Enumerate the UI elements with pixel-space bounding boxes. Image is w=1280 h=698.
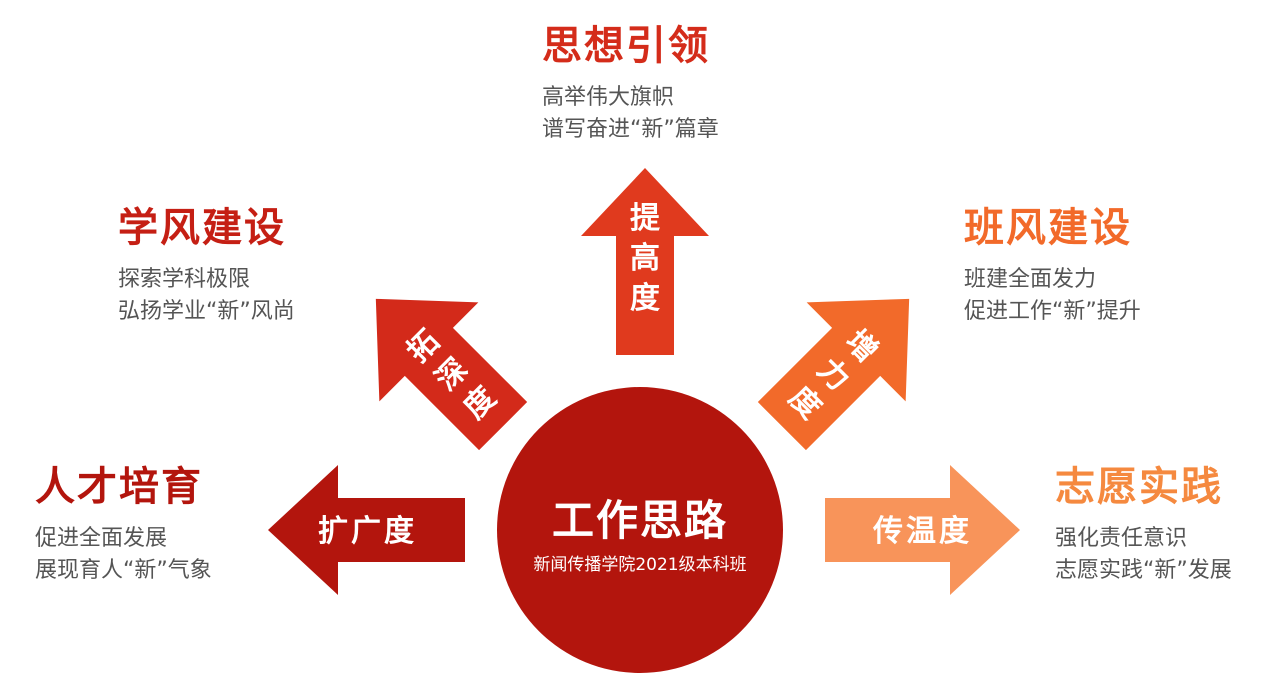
arrow-right-label-3: 度 <box>939 514 969 549</box>
arrow-left-label-3: 度 <box>384 514 414 549</box>
block-study-style: 学风建设 探索学科极限 弘扬学业“新”风尚 <box>118 204 295 328</box>
arrow-left-shape <box>268 465 465 595</box>
block-title: 人才培育 <box>35 464 203 510</box>
block-ideological-leadership: 思想引领 高举伟大旗帜 谱写奋进“新”篇章 <box>542 22 719 146</box>
arrow-up-shape <box>581 168 709 355</box>
arrow-up: 提 高 度 <box>581 168 709 355</box>
block-line-1: 强化责任意识 <box>1055 526 1188 551</box>
arrow-upper-left: 拓 深 度 <box>375 298 528 451</box>
arrow-up-label-2: 高 <box>630 241 660 276</box>
block-title: 班风建设 <box>964 205 1132 251</box>
block-title: 志愿实践 <box>1055 464 1223 510</box>
block-line-2: 弘扬学业“新”风尚 <box>118 299 295 324</box>
block-line-2: 谱写奋进“新”篇章 <box>542 117 719 142</box>
arrow-right-label-1: 传 <box>872 514 903 549</box>
arrow-right-shape <box>825 465 1020 595</box>
arrow-left-label-2: 广 <box>351 514 381 549</box>
arrow-right-label-2: 温 <box>906 514 936 549</box>
arrow-upper-right-shape <box>757 298 910 451</box>
block-line-2: 展现育人“新”气象 <box>35 558 212 583</box>
arrow-right: 传 温 度 <box>825 465 1020 595</box>
block-volunteer-practice: 志愿实践 强化责任意识 志愿实践“新”发展 <box>1055 463 1232 587</box>
block-class-style: 班风建设 班建全面发力 促进工作“新”提升 <box>964 204 1141 328</box>
arrow-left: 扩 广 度 <box>268 465 465 595</box>
center-circle <box>497 387 783 673</box>
arrow-left-label-1: 扩 <box>318 514 348 549</box>
block-line-1: 高举伟大旗帜 <box>542 85 675 110</box>
block-line-1: 班建全面发力 <box>964 267 1097 292</box>
arrow-upper-right: 增 力 度 <box>757 298 910 451</box>
block-talent-cultivation: 人才培育 促进全面发展 展现育人“新”气象 <box>35 463 212 587</box>
center-subtitle: 新闻传播学院2021级本科班 <box>533 555 747 575</box>
block-title: 学风建设 <box>118 205 286 251</box>
center-title: 工作思路 <box>551 496 728 545</box>
block-title: 思想引领 <box>542 23 710 69</box>
block-line-2: 促进工作“新”提升 <box>964 299 1141 324</box>
arrow-up-label-1: 提 <box>630 201 661 236</box>
arrow-upper-left-shape <box>375 298 528 451</box>
block-line-1: 探索学科极限 <box>118 267 251 292</box>
arrow-up-label-3: 度 <box>630 281 660 316</box>
block-line-1: 促进全面发展 <box>35 526 168 551</box>
block-line-2: 志愿实践“新”发展 <box>1055 558 1232 583</box>
